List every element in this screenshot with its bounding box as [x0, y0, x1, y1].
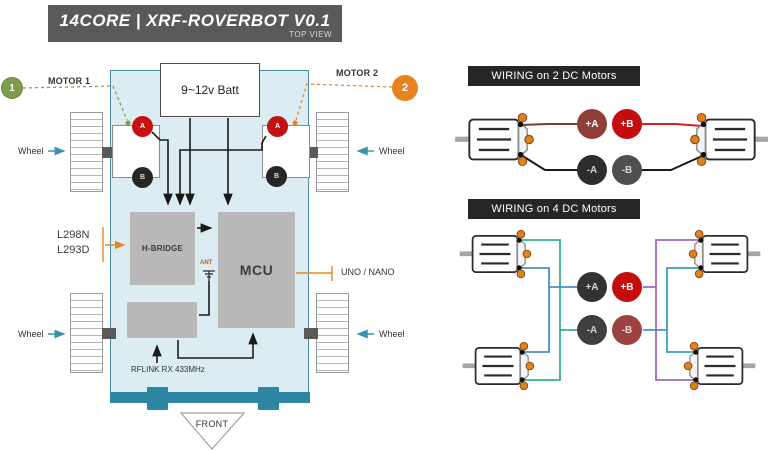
- bumper-tab-left: [147, 387, 168, 410]
- leader-dot-orange: [292, 120, 298, 126]
- terminal-label: -A: [586, 164, 598, 176]
- wheel-arrows: [48, 146, 374, 339]
- terminal-label: A: [139, 123, 146, 130]
- wiring4-terminal-minus-a: -A: [577, 315, 607, 345]
- wheel-label-rear-left: Wheel: [18, 146, 44, 156]
- wiring2-terminal-plus-a: +A: [577, 109, 607, 139]
- terminal-label: +B: [620, 281, 634, 293]
- front-bumper: [110, 392, 310, 403]
- driver-chip-l293d: L293D: [57, 244, 90, 256]
- wiring-2dc-wires: [520, 123, 703, 171]
- terminal-label: +A: [585, 281, 599, 293]
- wiring2-terminal-plus-b: +B: [612, 109, 642, 139]
- wiring2-terminal-minus-a: -A: [577, 155, 607, 185]
- terminal-label: B: [139, 174, 146, 181]
- wiring-4dc-header-label: WIRING on 4 DC Motors: [491, 203, 617, 215]
- dc-motor-icon: [453, 112, 535, 167]
- terminal-label: -A: [586, 324, 598, 336]
- rf-receiver-label: RFLINK RX 433MHz: [131, 365, 205, 374]
- driver-chip-l298n: L298N: [57, 229, 90, 241]
- driver-chips-label: L298N L293D: [57, 228, 89, 258]
- dc-motor-icon: [461, 341, 535, 391]
- wiring4-terminal-plus-a: +A: [577, 272, 607, 302]
- axle-front-right: [304, 328, 318, 339]
- dc-motor-icon: [458, 229, 532, 279]
- front-triangle: [179, 412, 246, 450]
- wiring4-terminal-plus-b: +B: [612, 272, 642, 302]
- wheel-label-front-right: Wheel: [379, 329, 405, 339]
- title-bar: 14CORE | XRF-ROVERBOT V0.1 TOP VIEW: [48, 5, 342, 42]
- dc-motor-icon: [688, 229, 762, 279]
- axle-front-left: [102, 328, 116, 339]
- wiring2-terminal-minus-b: -B: [612, 155, 642, 185]
- mcu-note-label: UNO / NANO: [341, 267, 395, 277]
- motor-leaders: [22, 83, 393, 121]
- rf-receiver-block: [127, 302, 197, 338]
- wiring-2dc-header: WIRING on 2 DC Motors: [468, 66, 640, 86]
- page-title: 14CORE | XRF-ROVERBOT V0.1: [59, 11, 331, 30]
- badge-label: 1: [9, 82, 15, 94]
- dc-motor-icon: [689, 112, 768, 167]
- leader-dot-green: [125, 120, 131, 126]
- wiring4-terminal-minus-b: -B: [612, 315, 642, 345]
- mcu-label: MCU: [239, 262, 274, 278]
- ant-label: ANT: [200, 260, 213, 266]
- motor1-terminal-b: B: [132, 167, 153, 188]
- top-view-label: TOP VIEW: [289, 30, 332, 39]
- motor2-terminal-a: A: [267, 116, 288, 137]
- dc-motor-icon: [683, 341, 757, 391]
- battery-box: 9~12v Batt: [160, 63, 260, 117]
- wheel-label-front-left: Wheel: [18, 329, 44, 339]
- hbridge-label: H-BRIDGE: [141, 244, 184, 253]
- antenna-icon: [203, 270, 215, 282]
- battery-label: 9~12v Batt: [181, 83, 239, 97]
- mcu-block: MCU: [218, 212, 295, 328]
- chassis-wires: [151, 118, 267, 363]
- motor2-badge: 2: [392, 75, 418, 101]
- motor2-terminal-b: B: [266, 166, 287, 187]
- motor1-terminal-a: A: [132, 116, 153, 137]
- motor1-label: MOTOR 1: [48, 76, 91, 86]
- hbridge-block: H-BRIDGE: [130, 212, 195, 285]
- accent-lines: [102, 227, 333, 281]
- terminal-label: +A: [585, 118, 599, 130]
- bumper-tab-right: [258, 387, 279, 410]
- terminal-label: B: [273, 173, 280, 180]
- terminal-label: A: [274, 123, 281, 130]
- wheel-label-rear-right: Wheel: [379, 146, 405, 156]
- terminal-label: -B: [621, 324, 633, 336]
- wiring-4dc-header: WIRING on 4 DC Motors: [468, 199, 640, 219]
- front-label: FRONT: [195, 419, 229, 429]
- motor1-badge: 1: [1, 77, 23, 99]
- terminal-label: +B: [620, 118, 634, 130]
- axle-rear-right: [304, 147, 318, 158]
- wiring-2dc-header-label: WIRING on 2 DC Motors: [491, 70, 617, 82]
- terminal-label: -B: [621, 164, 633, 176]
- wiring-4dc-wires: [520, 239, 700, 381]
- axle-rear-left: [102, 147, 116, 158]
- motor2-label: MOTOR 2: [336, 68, 379, 78]
- badge-label: 2: [401, 82, 409, 94]
